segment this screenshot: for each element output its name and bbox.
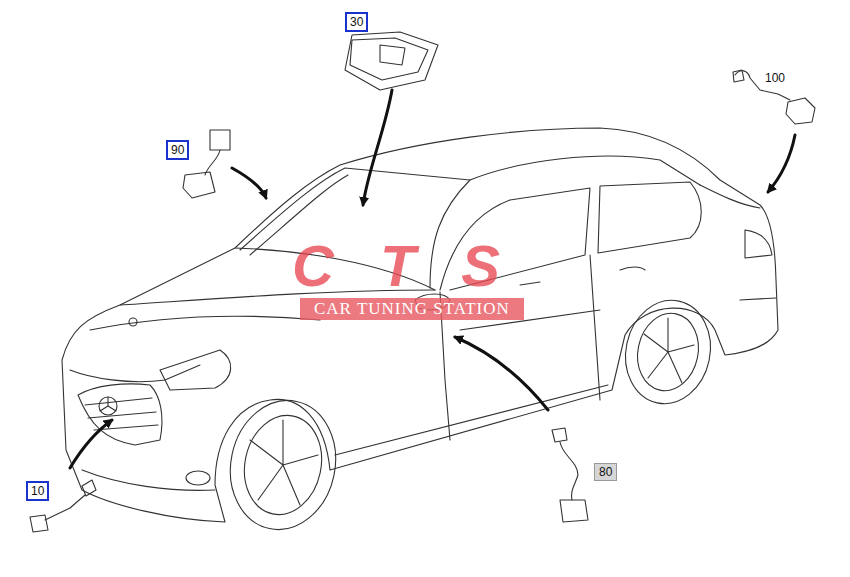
callout-number: 90 [166, 140, 189, 160]
callout-number: 10 [26, 481, 49, 501]
watermark-logo: CTS [292, 236, 546, 296]
watermark-text: CAR TUNING STATION [300, 298, 524, 320]
callout-number: 80 [594, 463, 617, 481]
callout-number: 30 [345, 12, 368, 32]
callout-number: 100 [763, 70, 787, 86]
